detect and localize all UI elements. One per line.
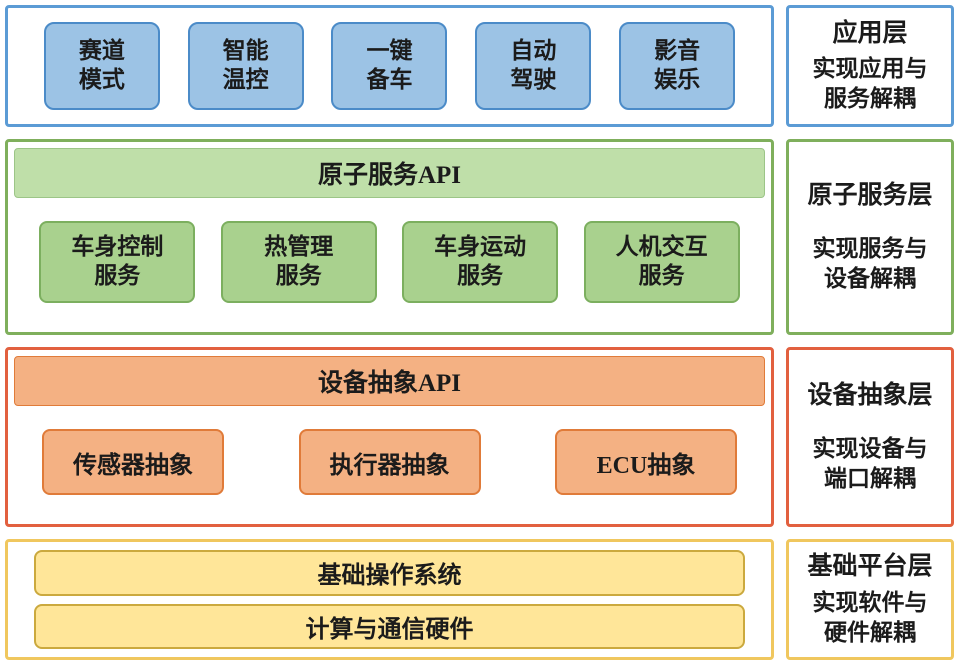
atomic-service-layer-row: 原子服务API 车身控制 服务 热管理 服务 车身运动 服务 人机交互 服务 原…: [5, 139, 954, 335]
atomic-service-box-area: 车身控制 服务 热管理 服务 车身运动 服务 人机交互 服务: [14, 198, 765, 326]
platform-bar: 计算与通信硬件: [34, 603, 745, 649]
application-layer-side-label: 应用层 实现应用与 服务解耦: [786, 5, 954, 127]
device-abstraction-box: ECU抽象: [555, 429, 737, 495]
base-platform-layer-side-label: 基础平台层 实现软件与 硬件解耦: [786, 539, 954, 660]
base-platform-layer: 基础操作系统 计算与通信硬件: [5, 539, 774, 660]
application-box: 自动 驾驶: [475, 22, 592, 110]
base-platform-layer-title: 基础平台层: [807, 553, 933, 581]
atomic-service-api-bar: 原子服务API: [14, 148, 765, 198]
device-abstraction-layer-title: 设备抽象层: [807, 382, 933, 410]
application-layer-desc: 实现应用与 服务解耦: [812, 56, 928, 112]
device-abstraction-layer-row: 设备抽象API 传感器抽象 执行器抽象 ECU抽象 设备抽象层 实现设备与 端口…: [5, 347, 954, 527]
application-box: 影音 娱乐: [619, 22, 736, 110]
service-box: 热管理 服务: [220, 221, 377, 303]
service-box: 人机交互 服务: [583, 221, 740, 303]
application-box: 一键 备车: [331, 22, 448, 110]
application-box: 赛道 模式: [43, 22, 160, 110]
atomic-service-layer-side-label: 原子服务层 实现服务与 设备解耦: [786, 139, 954, 335]
service-box: 车身运动 服务: [402, 221, 559, 303]
platform-bar: 基础操作系统: [34, 550, 745, 596]
service-box: 车身控制 服务: [39, 221, 196, 303]
base-platform-layer-row: 基础操作系统 计算与通信硬件 基础平台层 实现软件与 硬件解耦: [5, 539, 954, 660]
device-abstraction-box-area: 传感器抽象 执行器抽象 ECU抽象: [14, 406, 765, 518]
application-box: 智能 温控: [187, 22, 304, 110]
device-abstraction-layer: 设备抽象API 传感器抽象 执行器抽象 ECU抽象: [5, 347, 774, 527]
device-abstraction-layer-side-label: 设备抽象层 实现设备与 端口解耦: [786, 347, 954, 527]
application-layer-row: 赛道 模式 智能 温控 一键 备车 自动 驾驶 影音 娱乐 应用层 实现应用与 …: [5, 5, 954, 127]
atomic-service-layer-desc: 实现服务与 设备解耦: [812, 235, 928, 291]
device-abstraction-layer-desc: 实现设备与 端口解耦: [812, 435, 928, 491]
device-abstraction-api-bar: 设备抽象API: [14, 356, 765, 406]
atomic-service-layer: 原子服务API 车身控制 服务 热管理 服务 车身运动 服务 人机交互 服务: [5, 139, 774, 335]
device-abstraction-box: 执行器抽象: [298, 429, 481, 495]
device-abstraction-box: 传感器抽象: [42, 429, 224, 495]
application-layer: 赛道 模式 智能 温控 一键 备车 自动 驾驶 影音 娱乐: [5, 5, 774, 127]
atomic-service-layer-title: 原子服务层: [807, 182, 933, 210]
base-platform-layer-desc: 实现软件与 硬件解耦: [812, 589, 928, 645]
application-layer-title: 应用层: [832, 19, 908, 47]
